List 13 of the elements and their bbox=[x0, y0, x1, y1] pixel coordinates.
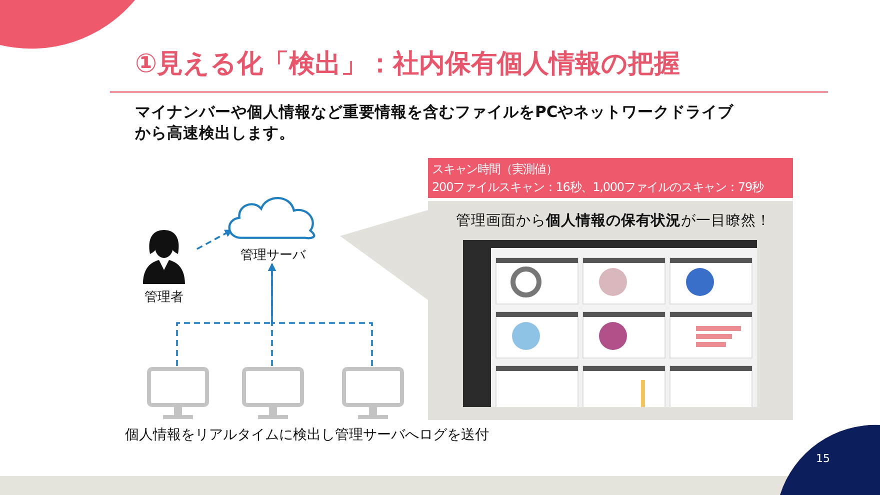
monitor-icon bbox=[342, 367, 404, 421]
panel-heading: 管理画面から個人情報の保有状況が一目瞭然！ bbox=[456, 212, 771, 230]
info-banner: スキャン時間（実測値） 200ファイルスキャン：16秒、1,000ファイルのスキャン：79秒 bbox=[428, 158, 793, 198]
screenshot bbox=[463, 240, 757, 407]
node-label: 管理者 bbox=[144, 289, 184, 306]
page-number: 15 bbox=[816, 452, 830, 465]
arrow bbox=[268, 263, 373, 366]
slide-title: ①見える化「検出」：社内保有個人情報の把握 bbox=[135, 48, 680, 81]
monitor-icon bbox=[147, 367, 209, 421]
intro-text: マイナンバーや個人情報など重要情報を含むファイルをPCやネットワークドライブから高速検出します。 bbox=[135, 102, 735, 144]
node-label: 管理サーバ bbox=[240, 247, 306, 264]
caption: 個人情報をリアルタイムに検出し管理サーバへログを送付 bbox=[125, 426, 489, 444]
monitor-icon bbox=[242, 367, 304, 421]
